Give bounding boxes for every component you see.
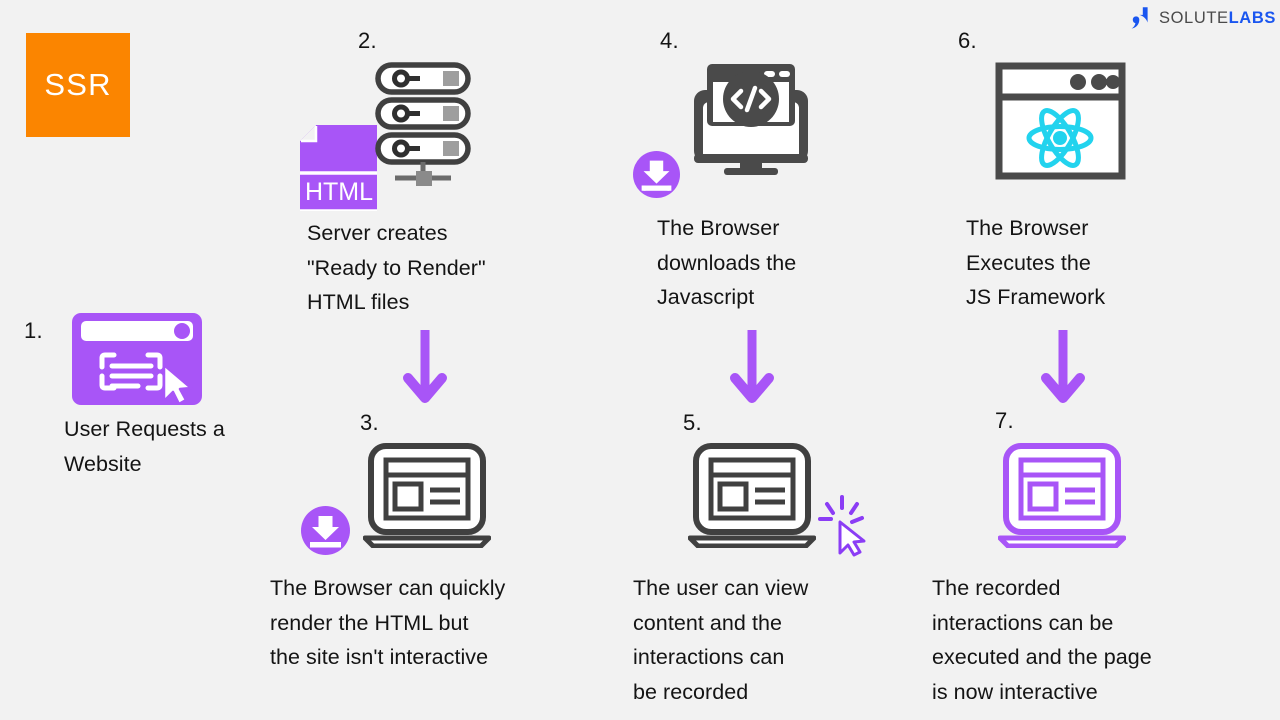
laptop-active-icon: [997, 443, 1127, 553]
step-number-2: 2.: [358, 28, 377, 53]
step-caption-3: The Browser can quickly render the HTML …: [270, 576, 506, 669]
step-number-6: 6.: [958, 28, 977, 53]
step-caption-4: The Browser downloads the Javascript: [657, 216, 797, 309]
browser-react-icon: [995, 62, 1126, 185]
browser-window-cursor-icon: [72, 313, 202, 410]
svg-text:HTML: HTML: [305, 178, 373, 206]
step-caption-2: Server creates "Ready to Render" HTML fi…: [307, 221, 486, 314]
laptop-icon: [687, 443, 817, 553]
arrow-step2-to-step3: [402, 328, 448, 409]
brand-logo: SOLUTELABS: [1128, 6, 1276, 30]
laptop-icon: [362, 443, 492, 553]
download-badge-icon: [633, 151, 680, 203]
brand-wordmark: SOLUTELABS: [1159, 9, 1276, 28]
html-file-icon: HTML: [288, 125, 390, 216]
ssr-badge: SSR: [26, 33, 130, 137]
solutelabs-logo-icon: [1131, 7, 1148, 29]
brand-name-secondary: LABS: [1228, 8, 1276, 27]
brand-name-primary: SOLUTE: [1159, 8, 1229, 27]
step-number-7: 7.: [995, 408, 1014, 433]
server-stack-icon: [375, 62, 480, 192]
step-caption-1: User Requests a Website: [64, 417, 225, 476]
arrow-step6-to-step7: [1040, 328, 1086, 409]
click-cursor-icon: [818, 495, 870, 562]
step-number-4: 4.: [660, 28, 679, 53]
arrow-step4-to-step5: [729, 328, 775, 409]
step-number-3: 3.: [360, 410, 379, 435]
monitor-code-icon: [688, 62, 814, 182]
step-number-5: 5.: [683, 410, 702, 435]
ssr-badge-label: SSR: [44, 67, 112, 102]
step-number-1: 1.: [24, 318, 43, 343]
step-caption-6: The Browser Executes the JS Framework: [966, 216, 1106, 309]
step-caption-7: The recorded interactions can be execute…: [932, 576, 1152, 704]
download-badge-icon: [301, 506, 350, 560]
step-caption-5: The user can view content and the intera…: [633, 576, 809, 704]
